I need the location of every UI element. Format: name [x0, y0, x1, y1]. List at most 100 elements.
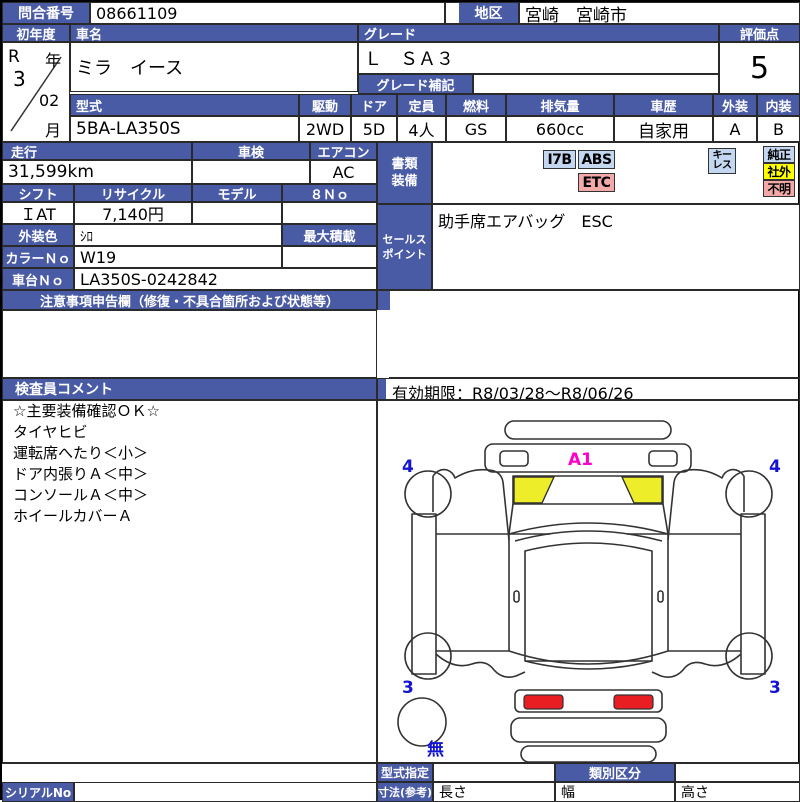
- tail-light-red: [523, 694, 654, 710]
- mark-spare-tire: 無: [427, 740, 444, 760]
- fuel-label: 燃料: [446, 94, 506, 116]
- model-label: モデル: [192, 184, 282, 202]
- displacement-label: 排気量: [506, 94, 614, 116]
- chassis-no-label: 車台Ｎｏ: [2, 268, 74, 290]
- equipment-badges-area: I7B ABS ETC キー レス 純正 社外 不明: [432, 142, 800, 204]
- validity-row: 有効期限：R8/03/28〜R8/06/26: [377, 378, 800, 400]
- documents-equipment-label-line2: 装備: [391, 174, 418, 189]
- vehicle-outline-svg: [397, 420, 773, 762]
- drive-label: 駆動: [299, 94, 351, 116]
- chassis-no-value: LA350S-0242842: [74, 268, 377, 290]
- inspector-comment-line: コンソールＡ＜中＞: [13, 486, 149, 504]
- sales-point-label: セールス ポイント: [377, 204, 432, 290]
- interior-label: 内装: [757, 94, 800, 116]
- damage-patch-yellow: [513, 476, 663, 504]
- exterior-label: 外装: [713, 94, 757, 116]
- score-value: 5: [719, 42, 800, 94]
- inspector-comment-title: 検査員コメント: [2, 378, 377, 400]
- car-name-label: 車名: [70, 24, 358, 42]
- legend-genuine: 純正: [763, 146, 795, 163]
- class-division-label: 類別区分: [555, 763, 675, 782]
- documents-equipment-label: 書類 装備: [377, 142, 432, 204]
- car-name-value: ミラ イース: [70, 42, 358, 92]
- badge-keyless-line1: キー: [712, 150, 733, 161]
- eight-no-value: [282, 202, 377, 224]
- grade-label: グレード: [358, 24, 719, 42]
- model-code-value: 5BA-LA350S: [70, 116, 299, 142]
- drive-value: 2WD: [299, 116, 351, 142]
- color-no-value: W19: [74, 246, 282, 268]
- inspector-comment-line: ドア内張りＡ＜中＞: [13, 465, 149, 483]
- first-registration-year-unit: 年: [45, 51, 62, 70]
- class-division-value: [675, 763, 800, 782]
- width-label: 幅: [561, 785, 575, 801]
- shift-value: ＩAT: [2, 202, 74, 224]
- vehicle-diagram: A1 4 4 3 3 無: [377, 400, 800, 763]
- grade-value: Ｌ ＳＡ３: [358, 42, 719, 74]
- first-registration-label: 初年度: [2, 24, 70, 42]
- mark-rear-left-tire: 3: [402, 678, 414, 698]
- mark-rear-right-tire: 3: [769, 678, 781, 698]
- inquiry-no-value: 08661109: [90, 2, 445, 24]
- model-code-label: 型式: [70, 94, 299, 116]
- region-value: 宮崎 宮崎市: [519, 2, 800, 24]
- height-cell: 高さ: [675, 782, 800, 802]
- first-registration-year: 3: [13, 67, 26, 91]
- fuel-value: GS: [446, 116, 506, 142]
- first-registration-month: 02: [39, 91, 60, 110]
- history-value: 自家用: [614, 116, 713, 142]
- validity-text: 有効期限：R8/03/28〜R8/06/26: [392, 384, 634, 400]
- length-label: 長さ: [439, 785, 467, 801]
- aircon-label: エアコン: [310, 142, 377, 160]
- first-registration-era: R: [8, 47, 20, 67]
- grade-note-value: [473, 74, 719, 94]
- shaken-label: 車検: [192, 142, 310, 160]
- inspector-comment-lines: ☆主要装備確認ＯＫ☆ タイヤヒビ運転席へたり＜小＞ ドア内張りＡ＜中＞ コンソールＡ＜…: [5, 401, 376, 527]
- legend-aftermarket: 社外: [763, 163, 795, 180]
- grade-note-label: グレード補記: [358, 74, 473, 94]
- inspector-comment-line: ☆主要装備確認ＯＫ☆: [13, 402, 160, 420]
- badge-keyless: キー レス: [708, 148, 736, 174]
- badge-abs: ABS: [578, 150, 615, 169]
- sales-point-text: 助手席エアバッグ ESC: [432, 204, 800, 290]
- inquiry-no-label: 問合番号: [2, 2, 90, 24]
- footer-left-blank: [2, 763, 377, 782]
- inspector-comment-body: ☆主要装備確認ＯＫ☆ タイヤヒビ運転席へたり＜小＞ ドア内張りＡ＜中＞ コンソールＡ＜…: [2, 400, 377, 763]
- inspector-comment-line: ホイールカバーＡ: [13, 507, 133, 525]
- date-slash-icon: [10, 56, 62, 132]
- badge-etc: ETC: [578, 173, 615, 192]
- mileage-label: 走行: [2, 142, 192, 160]
- inspector-comment-line: 運転席へたり＜小＞: [13, 444, 149, 462]
- color-no-label: カラーＮｏ: [2, 246, 74, 268]
- legend-unknown: 不明: [763, 180, 795, 197]
- sales-point-label-line2: ポイント: [382, 248, 427, 261]
- dimension-label: 寸法(参考): [377, 782, 433, 802]
- seats-value: 4人: [397, 116, 446, 142]
- mark-a1: A1: [568, 450, 593, 470]
- length-cell: 長さ: [433, 782, 555, 802]
- history-label: 車歴: [614, 94, 713, 116]
- badge-keyless-line2: レス: [712, 160, 733, 171]
- max-load-label: 最大積載: [282, 224, 377, 246]
- color-label: 外装色: [2, 224, 74, 246]
- door-label: ドア: [351, 94, 397, 116]
- serial-no-value: [74, 782, 377, 802]
- door-value: 5D: [351, 116, 397, 142]
- right-blank-strip-marker: [378, 291, 390, 310]
- interior-value: B: [757, 116, 800, 142]
- recycle-value: 7,140円: [74, 202, 192, 224]
- right-blank-area: [389, 309, 800, 378]
- right-blank-strip: [377, 290, 800, 310]
- documents-equipment-label-line1: 書類: [391, 157, 418, 172]
- first-registration-cell: R 年 3 02 月: [2, 42, 70, 142]
- notice-label: 注意事項申告欄（修復・不具合箇所および状態等）: [2, 290, 377, 310]
- shaken-value: [192, 160, 310, 184]
- width-cell: 幅: [555, 782, 675, 802]
- mark-front-left-tire: 4: [402, 457, 414, 477]
- inspector-comment-line: タイヤヒビ: [13, 423, 88, 441]
- region-label: 地区: [459, 2, 519, 24]
- type-designation-label: 型式指定: [377, 763, 433, 782]
- mark-front-right-tire: 4: [769, 457, 781, 477]
- recycle-label: リサイクル: [74, 184, 192, 202]
- first-registration-month-unit: 月: [45, 121, 62, 140]
